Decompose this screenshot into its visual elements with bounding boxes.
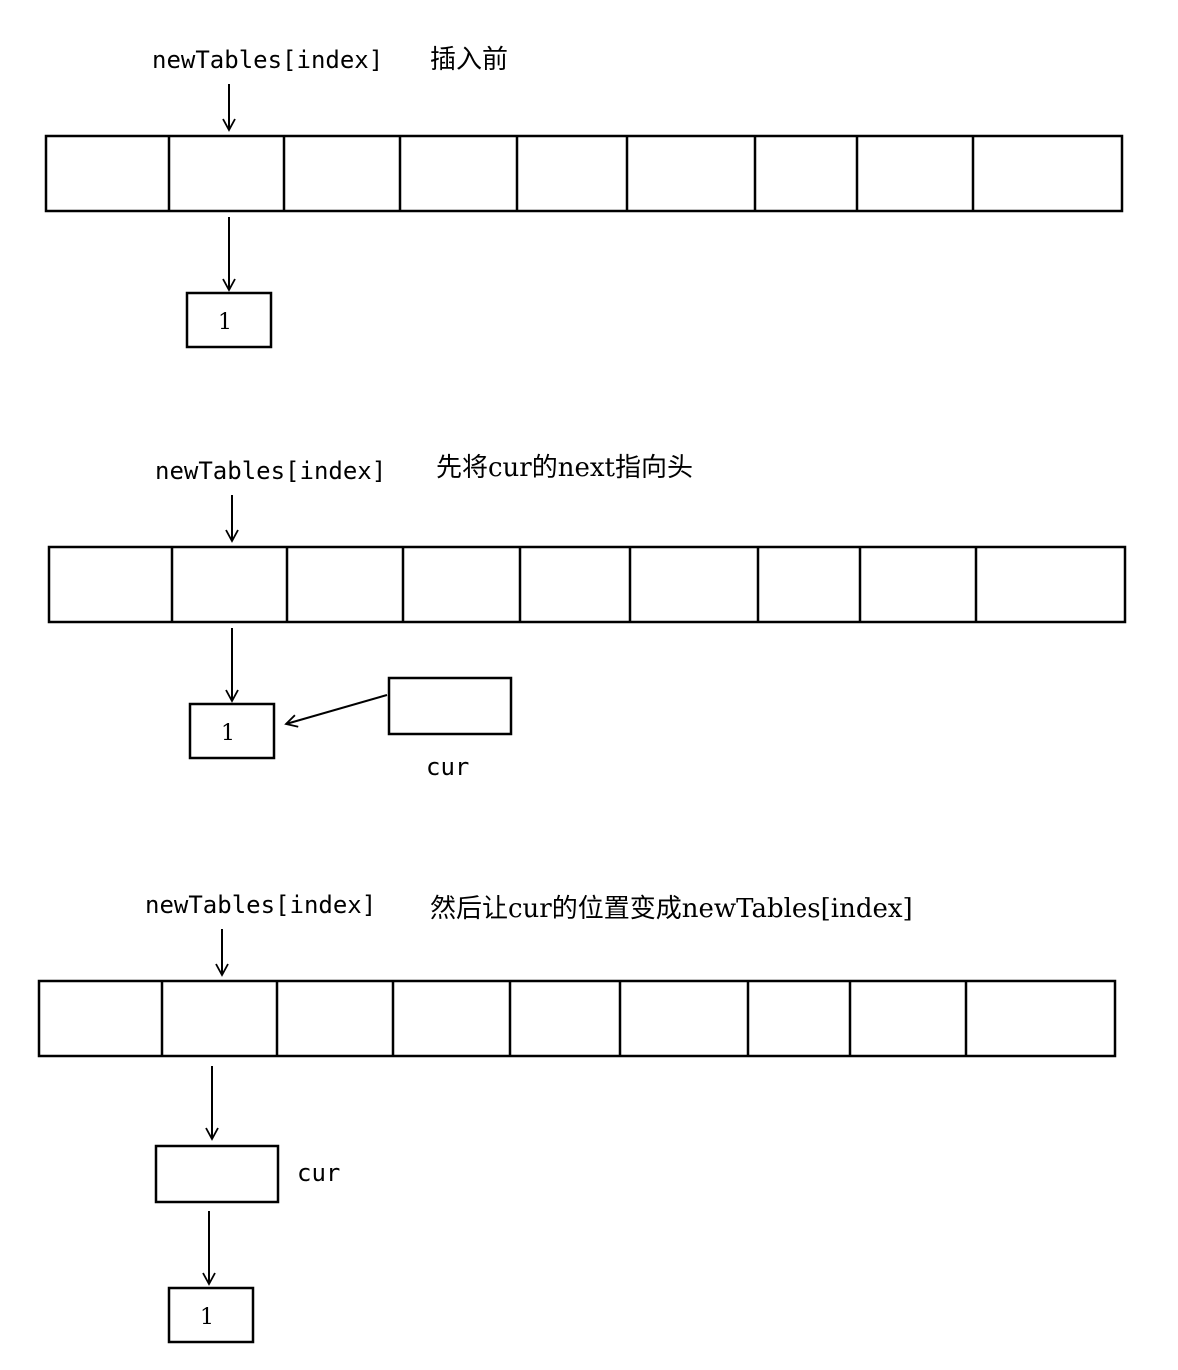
index-label: newTables[index]: [152, 46, 383, 74]
list-node: [185, 291, 273, 349]
node-value: 1: [200, 1305, 214, 1330]
cur-label: cur: [297, 1159, 340, 1187]
array-outline: [47, 545, 1127, 624]
array-outline: [44, 134, 1124, 213]
panel-caption: 先将cur的next指向头: [436, 453, 693, 483]
panel-cur-becomes-head: newTables[index] 然后让cur的位置变成newTables[in…: [37, 891, 1117, 1344]
hash-table-array: [37, 979, 1117, 1058]
index-label: newTables[index]: [145, 891, 376, 919]
hash-table-array: [44, 134, 1124, 213]
panel-link-cur-next: newTables[index] 先将cur的next指向头 1 cur: [47, 453, 1127, 781]
cur-next-arrow: [284, 694, 388, 728]
panel-caption: 插入前: [430, 45, 508, 75]
cur-label: cur: [426, 753, 469, 781]
array-outline: [37, 979, 1117, 1058]
index-label: newTables[index]: [155, 457, 386, 485]
panel-before-insert: newTables[index] 插入前 1: [44, 45, 1124, 349]
list-node: [188, 702, 276, 760]
list-node: [167, 1286, 255, 1344]
panel-caption: 然后让cur的位置变成newTables[index]: [430, 894, 913, 924]
cur-node: [387, 676, 513, 736]
hash-table-array: [47, 545, 1127, 624]
cur-node: [154, 1144, 280, 1204]
node-value: 1: [221, 721, 235, 746]
node-value: 1: [218, 310, 232, 335]
